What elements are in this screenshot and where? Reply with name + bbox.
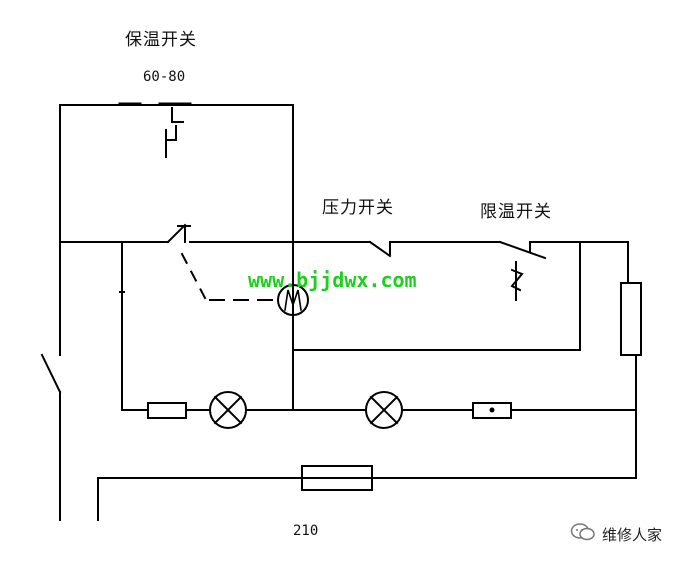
- watermark-text: 维修人家: [602, 525, 663, 544]
- top-frame-wire: [59, 104, 294, 411]
- power-value-label: 210: [293, 523, 319, 539]
- bottom-wire: [97, 477, 303, 521]
- right-indicator-lamp: [365, 391, 403, 429]
- heater-element: [620, 282, 642, 356]
- return-wire: [292, 241, 581, 351]
- website-label: www.bjjdwx.com: [248, 268, 417, 292]
- keep-warm-switch-symbol: [118, 102, 192, 158]
- left-indicator-lamp: [209, 391, 247, 429]
- pressure-switch-label: 压力开关: [322, 198, 394, 218]
- wechat-icon: [570, 522, 596, 546]
- left-resistor: [147, 402, 187, 419]
- temp-limit-switch-label: 限温开关: [480, 202, 552, 222]
- motor-symbol: [277, 284, 309, 316]
- main-switch-symbol: [166, 223, 277, 301]
- keep-warm-range-label: 60-80: [143, 69, 186, 85]
- power-switch-symbol: [40, 353, 62, 521]
- temp-limit-switch-symbol: [498, 240, 547, 301]
- keep-warm-switch-label: 保温开关: [125, 30, 197, 50]
- right-resistor: [472, 402, 512, 419]
- watermark: 维修人家: [570, 522, 662, 546]
- pressure-switch-symbol: [368, 240, 392, 258]
